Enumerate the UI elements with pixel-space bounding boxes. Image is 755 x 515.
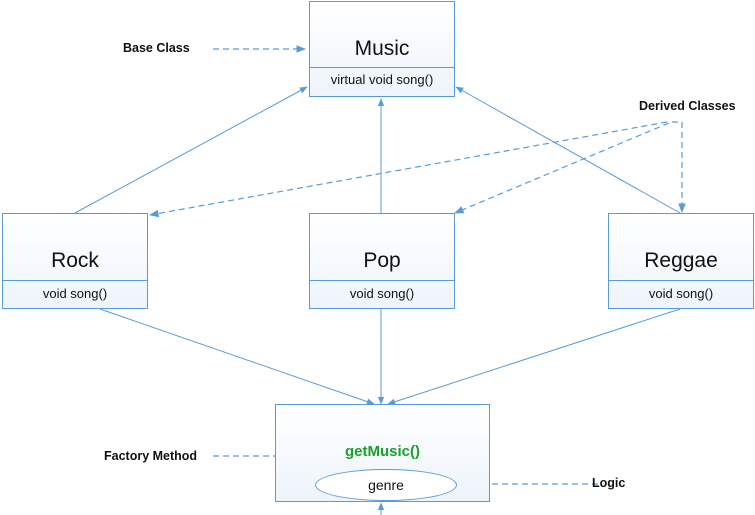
inherit-rock-to-music [74, 86, 308, 214]
reggae-to-factory [387, 308, 681, 405]
class-separator-rock [3, 280, 147, 281]
label-derived-classes: Derived Classes [639, 99, 736, 113]
label-logic: Logic [592, 476, 626, 490]
class-separator-pop [310, 280, 454, 281]
rock-to-factory [99, 308, 375, 405]
class-box-reggae: Reggae void song() [608, 213, 754, 309]
class-title-music: Music [354, 37, 410, 60]
class-method-rock: void song() [42, 286, 108, 301]
label-base-class: Base Class [123, 41, 190, 55]
derived-pointer-reggae [672, 121, 686, 213]
class-separator-music [310, 67, 454, 68]
factory-box: getMusic() genre [275, 404, 490, 502]
factory-method-call: getMusic() [345, 443, 420, 460]
class-title-rock: Rock [51, 249, 99, 272]
label-factory-method: Factory Method [104, 449, 198, 463]
derived-pointer-pop [454, 122, 670, 214]
class-method-reggae: void song() [648, 286, 714, 301]
inherit-reggae-to-music [455, 86, 681, 214]
class-separator-reggae [609, 280, 753, 281]
derived-pointer-rock [149, 121, 668, 218]
class-title-reggae: Reggae [644, 249, 718, 272]
class-box-pop: Pop void song() [309, 213, 455, 309]
class-method-music: virtual void song() [330, 72, 434, 87]
genre-logic-node: genre [315, 469, 457, 501]
class-method-pop: void song() [349, 286, 415, 301]
class-box-rock: Rock void song() [2, 213, 148, 309]
class-box-music: Music virtual void song() [309, 1, 455, 97]
class-title-pop: Pop [363, 249, 401, 272]
